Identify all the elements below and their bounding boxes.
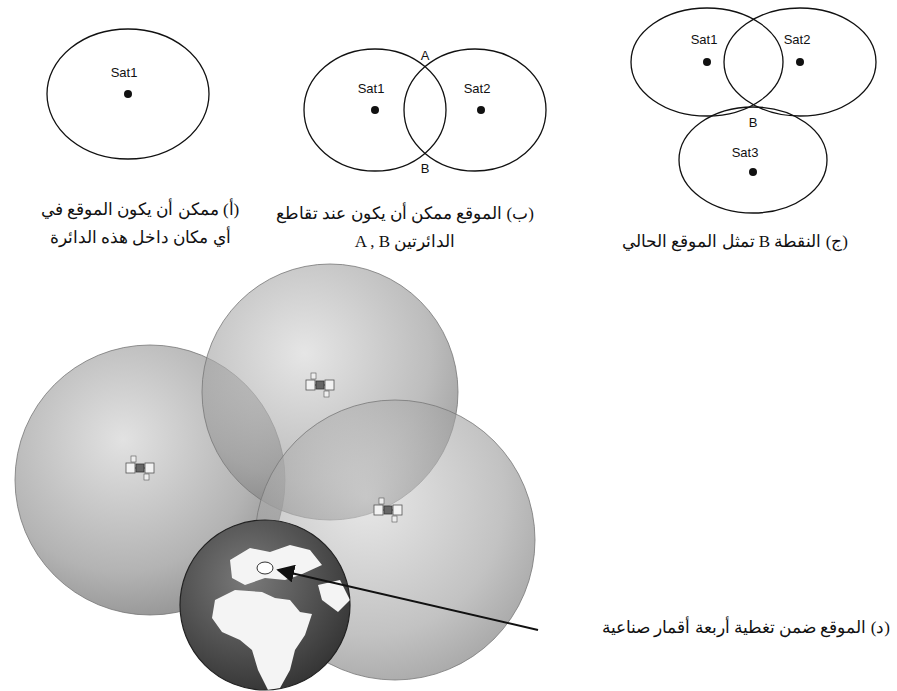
intersection-point: A [421,48,430,63]
range-circle-outline [723,7,877,117]
satellite-name: Sat3 [732,145,759,160]
range-circle [47,29,209,159]
africa-shape [212,590,312,690]
satellite-range-circle: Sat2 [403,48,547,172]
satellite-dot [124,90,132,98]
range-circle [724,8,876,116]
satellite-dot [371,106,379,114]
satellite-icon [306,373,334,397]
range-circle [679,107,827,213]
range-circle [404,49,546,171]
satellite-range-circle: Sat2 [723,7,877,117]
satellite-range-circle: Sat1 [46,28,210,160]
satellite-name: Sat1 [358,81,385,96]
caption: (أ) ممكن أن يكون الموقع في أي مكان داخل … [30,196,250,252]
satellite-dot [796,58,804,66]
satellite-dot [477,106,485,114]
caption: (د) الموقع ضمن تغطية أربعة أقمار صناعية [540,614,890,642]
intersection-point: B [749,115,758,130]
satellites [126,373,402,522]
satellite-name: Sat2 [464,81,491,96]
range-circle-outline [46,28,210,160]
range-circle [631,8,783,116]
pointer-arrow [278,570,538,630]
caption: (ب) الموقع ممكن أن يكون عند تقاطع الدائر… [270,200,540,256]
satellite-icon [126,456,154,480]
europe-shape [230,545,322,585]
intersection-point: B [421,161,430,176]
satellite-icon [374,498,402,522]
range-circle-outline [403,48,547,172]
earth-globe [180,520,350,690]
range-circle-outline [630,7,784,117]
satellite-name: Sat1 [691,32,718,47]
location-dot [257,562,273,574]
satellite-name: Sat1 [111,65,138,80]
satellite-dot [749,168,757,176]
satellite-dot [703,58,711,66]
caption: (ج) النقطة B تمثل الموقع الحالي [585,228,885,256]
satellite-range-circle: Sat1 [630,7,784,117]
satellite-name: Sat2 [784,32,811,47]
